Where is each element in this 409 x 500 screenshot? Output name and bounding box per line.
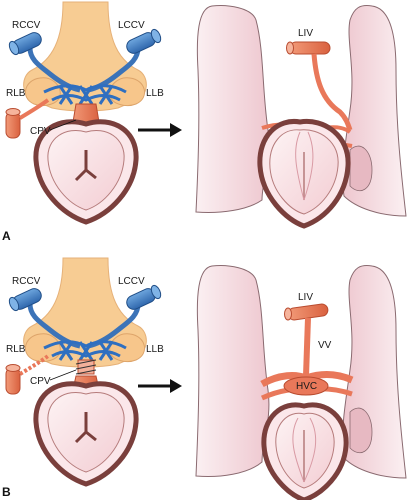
arrow-a	[138, 123, 182, 137]
label-rccv-b: RCCV	[12, 276, 41, 287]
rlb-vessel-stub-b	[5, 354, 50, 395]
developed-heart-b	[261, 402, 349, 500]
left-lung-a	[195, 5, 270, 213]
liv-vessel-a	[286, 41, 353, 131]
left-lung-bud-b	[109, 333, 145, 363]
label-liv-b: LIV	[298, 292, 313, 303]
panel-b-embryonic-diagram: RCCV LCCV RLB LLB CPV	[5, 257, 164, 487]
label-hvc-b: HVC	[296, 381, 317, 392]
panel-a-developed-diagram: LIV	[195, 5, 407, 229]
label-liv-a: LIV	[298, 28, 313, 39]
embryonic-heart-b	[33, 381, 139, 487]
label-rccv: RCCV	[12, 20, 41, 31]
label-llb-b: LLB	[146, 344, 164, 355]
liv-vessel-b	[284, 303, 329, 377]
left-lung-b	[195, 265, 270, 477]
right-lung-bud-b	[25, 333, 61, 363]
label-vv-b: VV	[318, 340, 332, 351]
label-rlb: RLB	[6, 88, 26, 99]
leader-cpv	[49, 119, 77, 131]
label-cpv: CPV	[30, 126, 51, 137]
label-lccv: LCCV	[118, 20, 145, 31]
panel-label-a: A	[2, 229, 11, 243]
label-llb: LLB	[146, 88, 164, 99]
developed-heart-a	[257, 118, 351, 229]
atretic-cpv-b	[75, 359, 97, 375]
panel-a-embryonic-diagram: RCCV LCCV RLB LLB CPV	[5, 1, 164, 225]
embryonic-heart	[33, 119, 139, 225]
label-rlb-b: RLB	[6, 344, 26, 355]
label-lccv-b: LCCV	[118, 276, 145, 287]
right-lung-fold-a	[349, 145, 373, 192]
horizontal-venous-confluence	[260, 371, 354, 401]
panel-label-b: B	[2, 485, 11, 499]
rlb-vessel-stub	[5, 98, 50, 139]
splanchnic-plexus	[43, 84, 127, 105]
right-lung-fold-b	[349, 407, 373, 454]
left-lung-bud	[109, 77, 145, 107]
splanchnic-plexus-b	[43, 340, 127, 361]
panel-b-developed-diagram: LIV VV HVC	[195, 265, 407, 500]
label-cpv-b: CPV	[30, 376, 51, 387]
leader-cpv-b	[49, 369, 77, 381]
arrow-b	[138, 379, 182, 393]
